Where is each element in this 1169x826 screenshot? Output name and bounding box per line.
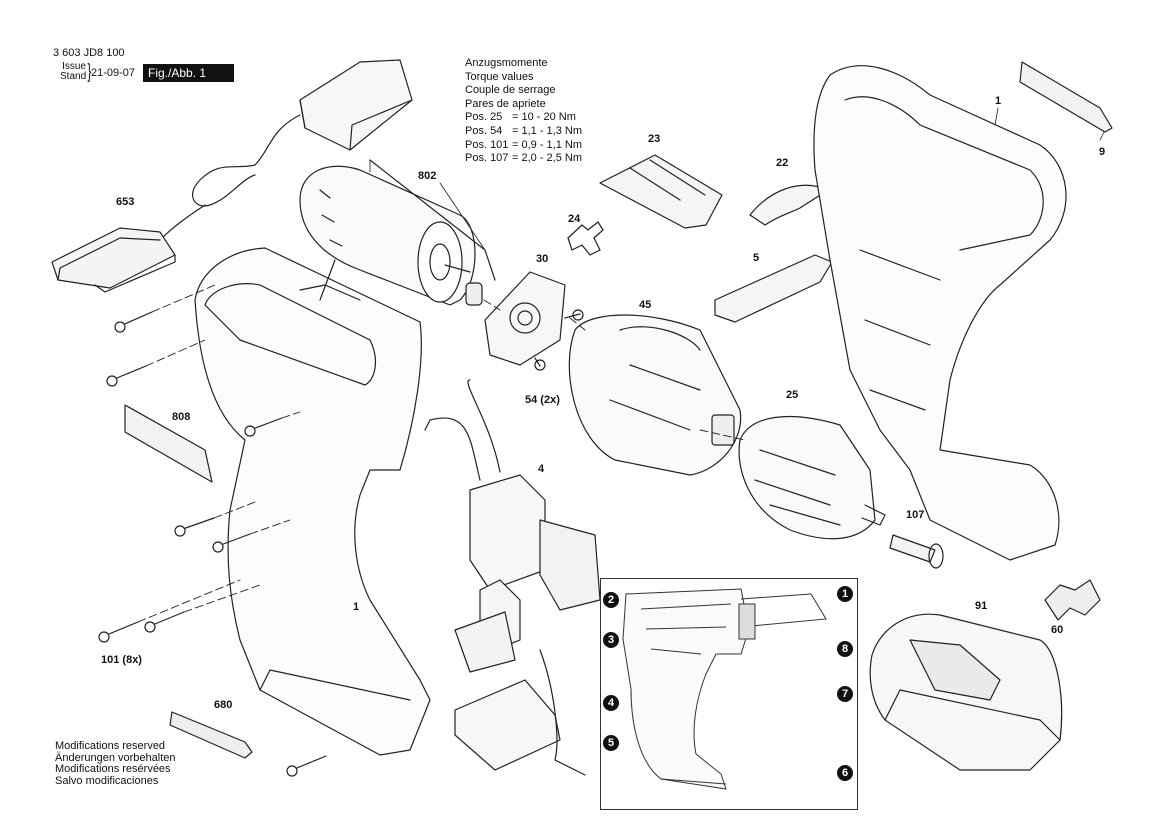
part-label-54: 54 (2x) xyxy=(525,394,560,406)
part-label-9: 9 xyxy=(1099,146,1106,158)
issue-brace: } xyxy=(87,61,92,83)
screws-101-part xyxy=(98,311,327,777)
part-label-802: 802 xyxy=(418,170,437,182)
inset-marker-2: 2 xyxy=(603,592,619,608)
strip-part xyxy=(714,254,833,323)
part-label-1: 1 xyxy=(995,95,1002,107)
torque-row: Pos. 107= 2,0 - 2,5 Nm xyxy=(465,152,582,166)
torque-values-block: Anzugsmomente Torque values Couple de se… xyxy=(465,57,582,166)
part-label-24: 24 xyxy=(568,213,581,225)
inset-marker-3: 3 xyxy=(603,632,619,648)
footer-line: Modifications reserved xyxy=(55,740,166,752)
part-label-91: 91 xyxy=(975,600,988,612)
housing-right-part xyxy=(813,65,1067,561)
nameplate-part xyxy=(124,404,213,483)
battery-part xyxy=(869,613,1063,771)
bit-part xyxy=(169,711,253,759)
inset-marker-1: 1 xyxy=(837,586,853,602)
part-label-680: 680 xyxy=(214,699,233,711)
part-label-1-left: 1 xyxy=(353,601,360,613)
part-label-25: 25 xyxy=(786,389,799,401)
switch-assembly-part xyxy=(424,379,601,776)
assembly-lines xyxy=(137,284,746,623)
torque-pos: Pos. 107 xyxy=(465,152,509,165)
torque-value: = 1,1 - 1,3 Nm xyxy=(512,124,583,137)
issue-label-line2: Stand xyxy=(60,71,87,82)
inset-marker-6: 6 xyxy=(837,765,853,781)
torque-title-fr: Couple de serrage xyxy=(465,84,556,97)
label-part xyxy=(1019,61,1113,133)
part-label-5: 5 xyxy=(753,252,760,264)
inset-marker-7: 7 xyxy=(837,686,853,702)
torque-row: Pos. 101= 0,9 - 1,1 Nm xyxy=(465,139,582,153)
footer-line: Änderungen vorbehalten xyxy=(55,751,176,764)
part-label-101: 101 (8x) xyxy=(101,654,142,666)
footer-line: Modifications resérvées xyxy=(55,763,171,776)
part-label-23: 23 xyxy=(648,133,661,145)
mounting-plate-part xyxy=(484,271,584,371)
switch-cover-part xyxy=(599,154,723,229)
part-label-107: 107 xyxy=(906,509,925,521)
badge-part xyxy=(749,184,829,226)
torque-row: Pos. 54 = 1,1 - 1,3 Nm xyxy=(465,125,582,139)
figure-label: Fig./Abb. 1 xyxy=(143,64,235,82)
gearbox-part xyxy=(568,314,742,476)
torque-row: Pos. 25 = 10 - 20 Nm xyxy=(465,111,582,125)
housing-left-part xyxy=(194,247,431,756)
part-label-45: 45 xyxy=(639,299,652,311)
part-label-22: 22 xyxy=(776,157,789,169)
document-number: 3 603 JD8 100 xyxy=(53,47,125,59)
inset-drill-drawing xyxy=(622,588,827,790)
footer-line: Salvo modificaciones xyxy=(55,774,159,787)
motor-part xyxy=(299,159,496,306)
torque-pos: Pos. 101 xyxy=(465,138,509,151)
part-label-30: 30 xyxy=(536,253,549,265)
torque-value: = 0,9 - 1,1 Nm xyxy=(512,138,583,151)
part-label-653: 653 xyxy=(116,196,135,208)
chuck-part xyxy=(738,415,886,540)
torque-value: = 10 - 20 Nm xyxy=(512,111,576,124)
inset-overview-box: 1 2 3 4 5 6 7 8 xyxy=(600,578,858,810)
torque-pos: Pos. 25 xyxy=(465,111,503,124)
charger-part xyxy=(51,59,413,293)
torque-title-de: Anzugsmomente xyxy=(465,57,548,69)
leader-lines xyxy=(369,107,1105,251)
issue-label: Issue Stand xyxy=(60,62,86,82)
issue-date: 21-09-07 xyxy=(91,67,136,79)
screw-107-part xyxy=(889,534,944,569)
part-label-808: 808 xyxy=(172,411,191,423)
torque-value: = 2,0 - 2,5 Nm xyxy=(512,152,583,165)
part-60 xyxy=(1044,579,1101,621)
torque-pos: Pos. 54 xyxy=(465,124,503,137)
inset-marker-4: 4 xyxy=(603,695,619,711)
part-label-4: 4 xyxy=(538,463,545,475)
part-label-60: 60 xyxy=(1051,624,1064,636)
issue-label-line1: Issue xyxy=(62,61,86,72)
key-part xyxy=(567,221,604,256)
inset-marker-8: 8 xyxy=(837,641,853,657)
torque-title-es: Pares de apriete xyxy=(465,97,546,110)
inset-marker-5: 5 xyxy=(603,735,619,751)
torque-title-en: Torque values xyxy=(465,70,534,83)
modifications-notice: Modifications reserved Änderungen vorbeh… xyxy=(55,740,176,787)
